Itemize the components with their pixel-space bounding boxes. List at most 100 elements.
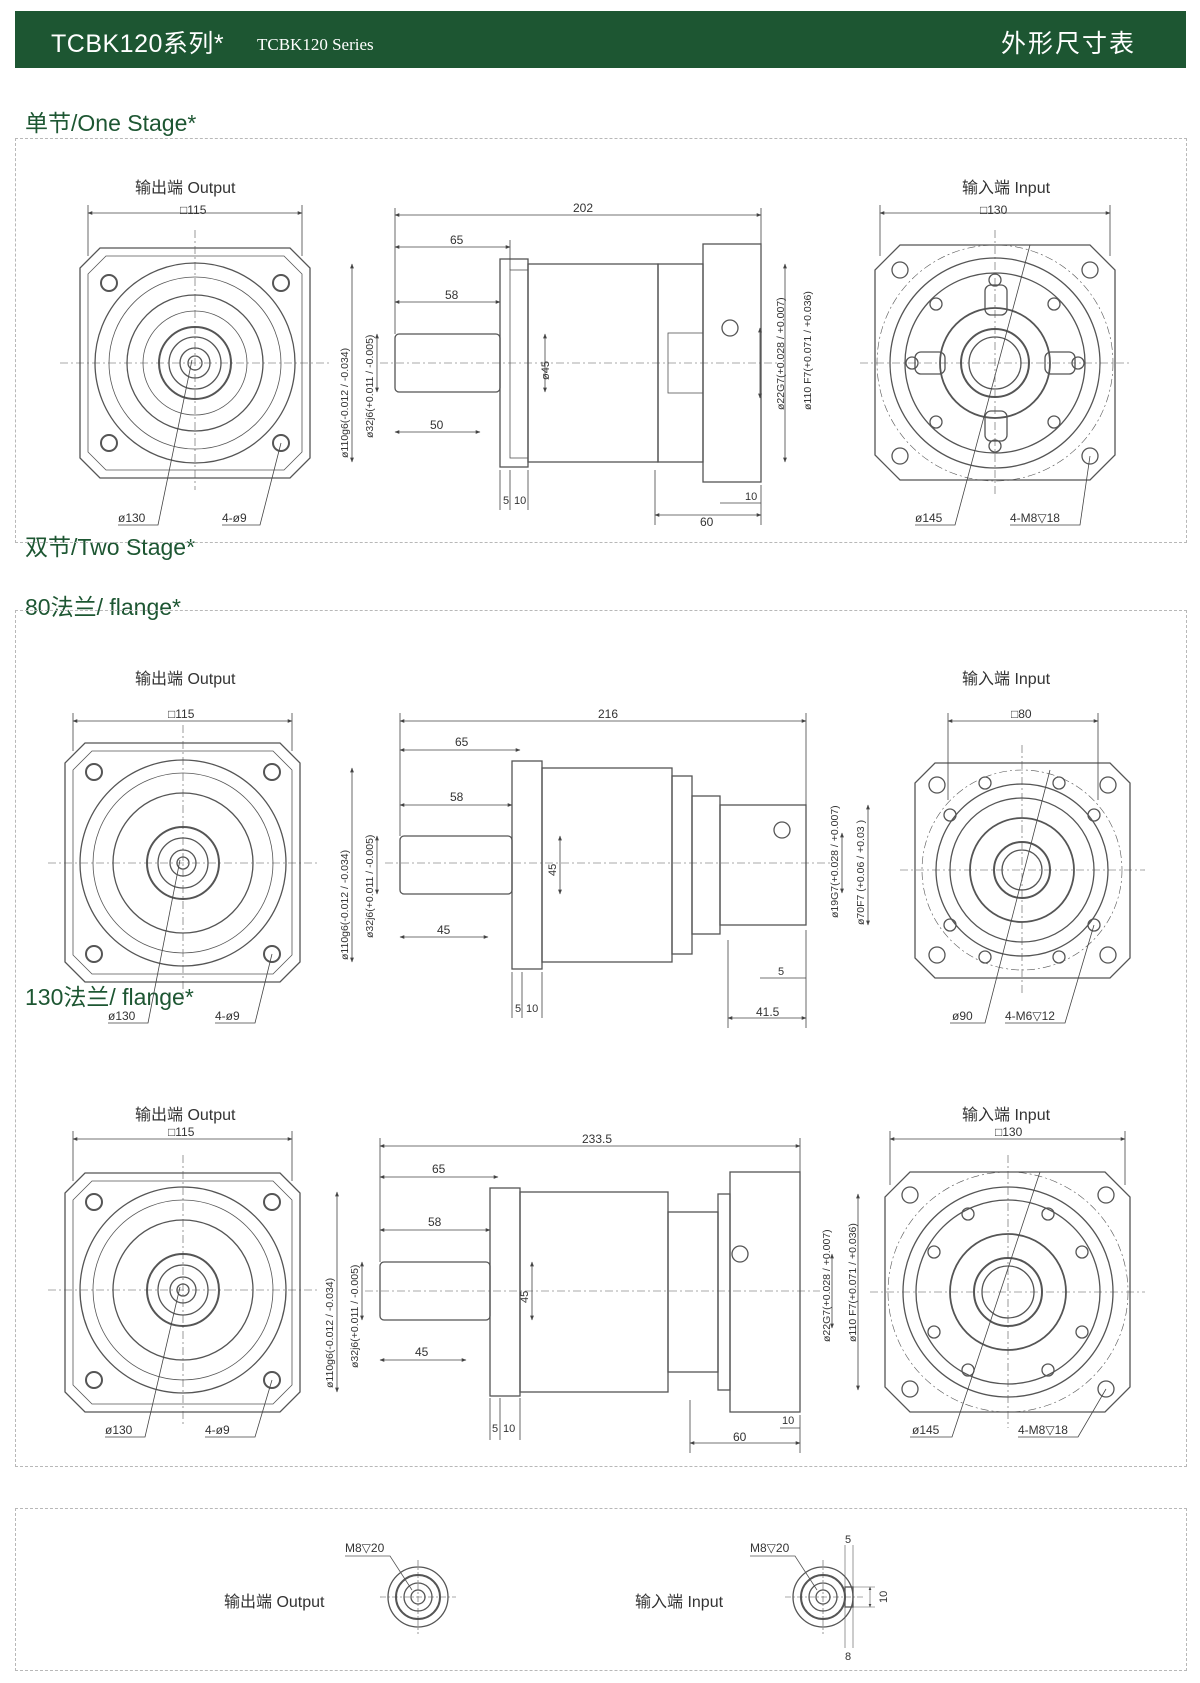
flange130-title: 130法兰/ flange* [25,984,194,1010]
flange130-in-square: □130 [995,1125,1023,1139]
flange130-out-pcd: ø130 [105,1423,133,1437]
flange130-output-view [48,1155,318,1425]
one-stage-bore: ø22G7(+0.028 / +0.007) [775,297,787,410]
one-stage-panel [15,138,1187,543]
two-stage-title: 双节/Two Stage* [25,534,196,560]
flange80-input-view [900,745,1145,995]
flange130-input-view [870,1155,1145,1428]
one-stage-d10: 10 [514,495,526,507]
series-title-en: TCBK120 Series [257,35,374,54]
flange80-side-dims [350,713,870,1028]
one-stage-d58: 58 [445,288,459,302]
one-stage-output-view [60,230,330,490]
flange130-d60: 60 [733,1430,747,1444]
flange130-d10: 10 [503,1423,515,1435]
one-stage-side-view [380,243,780,483]
one-stage-input-view [860,230,1130,495]
flange130-d65: 65 [432,1162,446,1176]
flange80-input-label: 输入端 Input [962,671,1051,688]
one-stage-pilot: ø110 F7(+0.071 / +0.036) [802,291,814,410]
bottom-input-shaft [750,1545,875,1648]
flange130-input-label: 输入端 Input [962,1107,1051,1124]
one-stage-out-holes: 4-ø9 [222,511,247,525]
series-title-cn: TCBK120系列* [51,30,225,58]
flange80-total: 216 [598,707,618,721]
flange130-shaft-tol: ø110g6(-0.012 / -0.034) [324,1278,336,1388]
flange80-output-dims [72,713,293,1024]
flange80-in-holes: 4-M6▽12 [1005,1009,1055,1023]
one-stage-input-dims [879,205,1111,526]
flange80-out-holes: 4-ø9 [215,1009,240,1023]
one-stage-in-holes: 4-M8▽18 [1010,511,1060,525]
flange130-in-pcd: ø145 [912,1423,940,1437]
bottom-output-shaft [345,1555,456,1634]
flange80-bore: ø19G7(+0.028 / +0.007) [829,805,841,918]
flange130-output-dims [72,1131,293,1438]
flange130-output-label: 输出端 Output [135,1107,236,1124]
one-stage-total: 202 [573,201,593,215]
flange130-d45: 45 [415,1345,429,1359]
flange80-d5: 5 [515,1003,521,1015]
flange130-out-square: □115 [168,1125,195,1139]
flange80-out-square: □115 [168,707,195,721]
bottom-d10: 10 [878,1591,890,1603]
flange130-out-holes: 4-ø9 [205,1423,230,1437]
one-stage-output-label: 输出端 Output [135,180,236,197]
flange80-d45: 45 [437,923,451,937]
one-stage-title: 单节/One Stage* [25,110,197,136]
one-stage-output-dims [87,205,303,526]
flange80-output-view [48,725,318,1000]
flange80-d65: 65 [455,735,469,749]
one-stage-d5: 5 [503,495,509,507]
one-stage-shaft-tol: ø110g6(-0.012 / -0.034) [339,348,351,458]
flange80-out-pcd: ø130 [108,1009,136,1023]
flange80-in-square: □80 [1011,707,1032,721]
one-stage-d50: 50 [430,418,444,432]
bottom-in-thread: M8▽20 [750,1541,790,1555]
two-stage-panel [15,610,1187,1467]
header-bar: TCBK120系列* TCBK120 Series 外形尺寸表 [15,11,1186,68]
flange80-d10: 10 [526,1003,538,1015]
flange80-in-pcd: ø90 [952,1009,973,1023]
one-stage-d45: ø45 [540,361,552,380]
flange80-title: 80法兰/ flange* [25,594,181,620]
flange80-output-label: 输出端 Output [135,671,236,688]
flange80-input-dims [947,713,1099,1024]
dimension-table-title: 外形尺寸表 [1000,30,1136,58]
flange80-d45b: 45 [547,864,559,876]
flange80-d41-5: 41.5 [756,1005,780,1019]
flange130-in-holes: 4-M8▽18 [1018,1423,1068,1437]
bottom-d8: 8 [845,1651,851,1663]
flange130-d5: 5 [492,1423,498,1435]
flange130-total: 233.5 [582,1132,612,1146]
one-stage-out-square: □115 [180,203,207,217]
flange130-input-dims [889,1131,1126,1438]
bottom-input-label: 输入端 Input [635,1594,724,1611]
one-stage-input-label: 输入端 Input [962,180,1051,197]
one-stage-shaft-d: ø32j6(+0.011 / -0.005) [364,335,376,438]
bottom-out-thread: M8▽20 [345,1541,385,1555]
bottom-output-label: 输出端 Output [224,1594,325,1611]
one-stage-d60: 60 [700,515,714,529]
one-stage-side-dims [350,208,787,525]
flange80-d5b: 5 [778,966,784,978]
flange130-d58: 58 [428,1215,442,1229]
flange80-pilot: ø70F7 (+0.06 / +0.03 ) [855,820,867,925]
flange130-shaft-d: ø32j6(+0.011 / -0.005) [349,1265,361,1368]
flange130-pilot: ø110 F7(+0.071 / +0.036) [847,1223,859,1342]
one-stage-out-pcd: ø130 [118,511,146,525]
flange80-side-view [385,760,835,970]
one-stage-d10b: 10 [745,491,757,503]
one-stage-in-pcd: ø145 [915,511,943,525]
one-stage-d65: 65 [450,233,464,247]
flange130-side-dims [335,1138,860,1453]
flange130-bore: ø22G7(+0.028 / +0.007) [821,1229,833,1342]
flange80-shaft-tol: ø110g6(-0.012 / -0.034) [339,850,351,960]
flange80-shaft-d: ø32j6(+0.011 / -0.005) [364,835,376,938]
bottom-panel [15,1508,1187,1671]
flange130-side-view [365,1171,820,1413]
flange130-d45b: 45 [519,1291,531,1303]
one-stage-in-square: □130 [980,203,1008,217]
flange130-d10b: 10 [782,1415,794,1427]
